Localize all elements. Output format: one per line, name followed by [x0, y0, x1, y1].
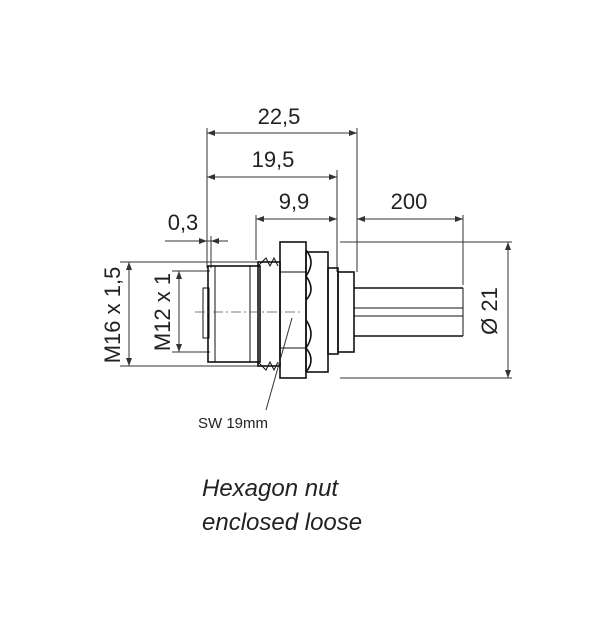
note-line-2: enclosed loose	[202, 509, 362, 536]
dim-nut-length: 9,9	[279, 189, 310, 214]
wrench-size-callout: SW 19mm	[198, 415, 268, 432]
dim-cable-length: 200	[391, 189, 428, 214]
dimension-lines	[126, 130, 511, 378]
connector-body	[195, 241, 464, 411]
dim-diameter: Ø 21	[477, 287, 502, 335]
dim-body-length: 19,5	[252, 147, 295, 172]
dim-inner-thread: M12 x 1	[150, 273, 175, 351]
dim-outer-thread: M16 x 1,5	[100, 267, 125, 364]
dim-overall-length: 22,5	[258, 104, 301, 129]
dim-gap: 0,3	[168, 210, 199, 235]
note-line-1: Hexagon nut	[202, 475, 339, 502]
